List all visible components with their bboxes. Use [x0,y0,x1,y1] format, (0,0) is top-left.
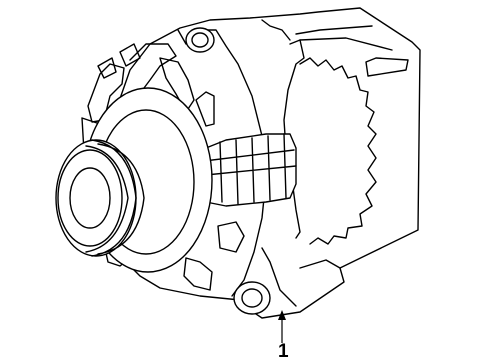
callout-1: 1 [278,310,289,360]
callout-arrowhead [278,310,286,320]
bottom-mount-boss [233,281,271,315]
housing-detail-lines [177,19,341,307]
top-mount-boss-hole [191,32,209,48]
bottom-mount-boss-hole [241,288,263,308]
pulley [55,139,145,257]
pulley-hub [69,167,111,229]
rear-cap-detail [295,25,409,77]
alternator-assembly [55,7,421,319]
callout-label: 1 [278,341,289,360]
rear-cooling-fins [299,57,377,245]
rear-bracket [283,39,305,239]
pulley-face [57,149,123,247]
top-mount-boss [185,27,215,53]
upper-left-lugs [97,43,141,79]
pulley-grooves [85,139,145,257]
